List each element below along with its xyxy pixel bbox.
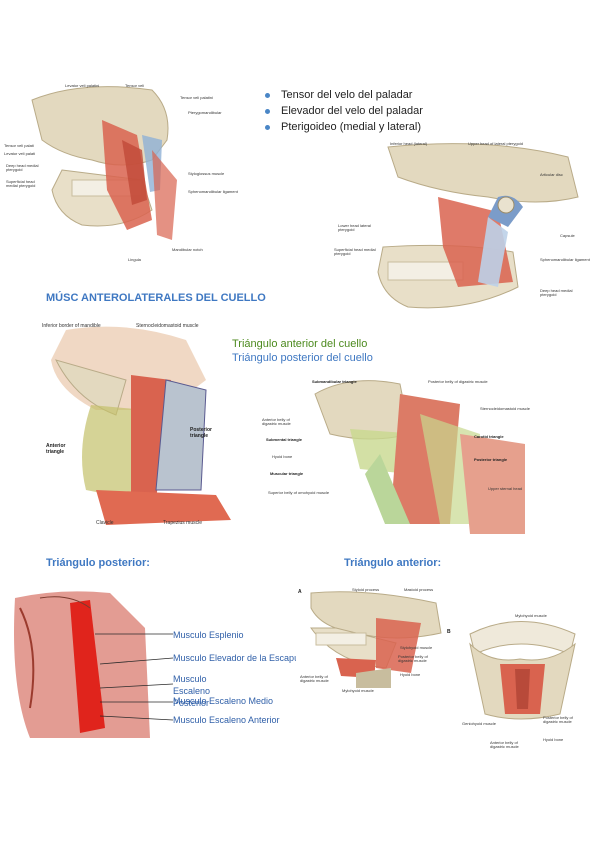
fig3-scm-label: Sternocleidomastoid muscle bbox=[136, 323, 199, 329]
fig3-posterior-triangle-label: Posterior triangle bbox=[190, 427, 212, 439]
fig1-label-7: Styloglossus muscle bbox=[188, 171, 225, 176]
bullet-dot-icon bbox=[265, 92, 270, 98]
fig3-trapezius-label: Trapezius muscle bbox=[163, 520, 202, 526]
posterior-muscle-3: Musculo Escaleno Medio bbox=[173, 696, 274, 706]
fig4-carotid-label: Carotid triangle bbox=[474, 434, 504, 439]
figure-palatal-muscles bbox=[2, 80, 242, 260]
figure-suprahyoid-lateral bbox=[296, 588, 446, 698]
fig2-label-3: Lower head lateral pterygoid bbox=[338, 223, 371, 232]
fig7-posterior-belly-label: Posterior belly of digastric muscle bbox=[543, 715, 573, 724]
fig4-scm-label: Sternocleidomastoid muscle bbox=[480, 406, 531, 411]
figure-posterior-triangle-muscles bbox=[10, 588, 150, 738]
fig1-label-11: Mandibular notch bbox=[172, 247, 203, 252]
fig1-label-6: Deep head medial pterygoid bbox=[6, 163, 39, 172]
fig3-anterior-triangle-label: Anterior triangle bbox=[46, 443, 66, 455]
figure-suprahyoid-inferior bbox=[460, 614, 585, 726]
fig7-mylohyoid-label: Mylohyoid muscle bbox=[515, 613, 547, 618]
anterior-heading: Triángulo anterior: bbox=[344, 557, 442, 569]
fig4-superior-belly-label: Superior belly of omohyoid muscle bbox=[268, 490, 330, 495]
fig4-hyoid-label: Hyoid bone bbox=[272, 454, 293, 459]
fig7-hyoid-label: Hyoid bone bbox=[543, 737, 564, 742]
fig2-label-2: Articular disc bbox=[540, 172, 563, 177]
posterior-heading: Triángulo posterior: bbox=[46, 557, 150, 569]
bullet-dot-icon bbox=[265, 124, 270, 130]
fig4-posterior-tri-label: Posterior triangle bbox=[474, 457, 508, 462]
fig1-label-1: Tensor veli bbox=[125, 83, 145, 88]
posterior-muscle-leaders bbox=[95, 633, 174, 721]
fig1-label-5: Levator veli palati bbox=[4, 151, 36, 156]
fig6-anterior-belly-label: Anterior belly of digastric muscle bbox=[300, 674, 329, 683]
figure-neck-triangles-detail bbox=[310, 374, 525, 534]
fig4-upper-sca-label: Upper sternal head bbox=[488, 486, 523, 491]
fig2-label-4: Capsule bbox=[560, 233, 575, 238]
bullet-item: Elevador del velo del paladar bbox=[265, 103, 423, 119]
anterior-triangle-title: Triángulo anterior del cuello bbox=[232, 338, 368, 350]
fig7-geniohyoid-label: Geniohyoid muscle bbox=[462, 721, 497, 726]
fig6-panel-a: A bbox=[298, 589, 302, 595]
fig3-clavicle-label: Clavicle bbox=[96, 520, 114, 526]
fig6-mylohyoid-label: Mylohyoid muscle bbox=[342, 688, 374, 693]
fig4-submandibular-label: Submandibular triangle bbox=[312, 379, 357, 384]
posterior-triangle-title: Triángulo posterior del cuello bbox=[232, 352, 373, 364]
posterior-muscle-4: Musculo Escaleno Anterior bbox=[173, 715, 280, 725]
fig7-panel-b: B bbox=[447, 629, 451, 635]
fig4-muscular-label: Muscular triangle bbox=[270, 471, 304, 476]
fig1-label-8: Superficial head medial pterygoid bbox=[6, 179, 36, 188]
fig1-label-12: Lingula bbox=[128, 257, 141, 262]
posterior-muscle-0: Musculo Esplenio bbox=[173, 630, 244, 640]
posterior-muscle-2: Musculo Escaleno Posterior bbox=[173, 674, 211, 708]
fig2-label-5: Superficial head medial pterygoid bbox=[334, 247, 376, 256]
bullet-item: Tensor del velo del paladar bbox=[265, 87, 423, 103]
fig2-label-1: Upper head of lateral pterygoid bbox=[468, 141, 523, 146]
fig2-label-6: Sphenomandibular ligament bbox=[540, 257, 590, 262]
fig4-posterior-belly-label: Posterior belly of digastric muscle bbox=[428, 379, 488, 384]
fig1-label-3: Pterygomandibular bbox=[188, 110, 222, 115]
section-heading-anterolateral: MÚSC ANTEROLATERALES DEL CUELLO bbox=[46, 292, 266, 304]
fig7-anterior-belly-label: Anterior belly of digastric muscle bbox=[490, 740, 519, 749]
fig6-hyoid-label: Hyoid bone bbox=[400, 672, 421, 677]
fig1-label-0: Levator veli palatini bbox=[65, 83, 100, 88]
fig2-label-0: Inferior head (lateral) bbox=[390, 141, 428, 146]
fig4-submental-label: Submental triangle bbox=[266, 437, 303, 442]
muscle-bullet-list: Tensor del velo del paladar Elevador del… bbox=[265, 87, 423, 135]
fig4-anterior-belly-label: Anterior belly of digastric muscle bbox=[262, 417, 291, 426]
fig6-posterior-belly-label: Posterior belly of digastric muscle bbox=[398, 654, 428, 663]
fig3-inferior-border-label: Inferior border of mandible bbox=[42, 323, 101, 329]
posterior-muscle-1: Musculo Elevador de la Escapula bbox=[173, 653, 307, 663]
fig1-label-4: Tensor veli palati bbox=[4, 143, 34, 148]
fig2-label-7: Deep head medial pterygoid bbox=[540, 288, 573, 297]
figure-pterygoid-tmj bbox=[338, 137, 600, 317]
bullet-item: Pterigoideo (medial y lateral) bbox=[265, 119, 423, 135]
fig6-styloid-label: Styloid process bbox=[352, 587, 380, 592]
fig1-label-2: Tensor veli palatini bbox=[180, 95, 213, 100]
fig6-stylohyoid-label: Stylohyoid muscle bbox=[400, 645, 433, 650]
fig1-label-9: Sphenomandibular ligament bbox=[188, 189, 238, 194]
figure-neck-triangles bbox=[36, 320, 236, 530]
fig6-mastoid-label: Mastoid process bbox=[404, 587, 434, 592]
bullet-dot-icon bbox=[265, 108, 270, 114]
